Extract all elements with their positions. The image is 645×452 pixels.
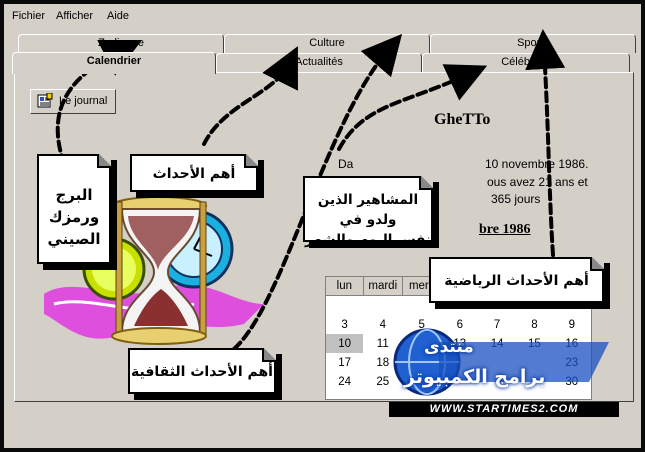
journal-button[interactable]: Le journal <box>30 89 116 114</box>
tab-culture[interactable]: Culture <box>224 34 430 53</box>
day-cell[interactable] <box>363 296 402 316</box>
callout-news: أهم الأحداث <box>130 154 258 192</box>
day-cell[interactable]: 9 <box>568 318 575 331</box>
day-cell[interactable] <box>326 296 363 316</box>
day-cell[interactable]: 24 <box>338 375 351 388</box>
menu-bar: Fichier Afficher Aide <box>4 4 641 24</box>
day-cell[interactable]: 18 <box>376 356 390 369</box>
day-header: mardi <box>363 277 403 296</box>
tab-actualites[interactable]: Actualités <box>216 53 422 72</box>
info-line-1a: Da <box>338 157 354 171</box>
newspaper-icon <box>37 93 53 108</box>
info-line-3: 365 jours <box>491 192 541 206</box>
watermark-line-2: برامج الكمبيوتر <box>404 366 546 388</box>
watermark-url: WWW.STARTIMES2.COM <box>389 402 619 417</box>
menu-aide[interactable]: Aide <box>107 10 130 22</box>
day-cell[interactable]: 8 <box>531 318 538 331</box>
info-line-2b: ous avez 21 ans et <box>487 175 588 189</box>
callout-celebrities: المشاهير الذين ولدو في نفس اليوم والشهر <box>303 176 433 248</box>
callout-zodiac: البرج ورمزك الصيني <box>37 154 111 264</box>
tab-celebrites[interactable]: Célébrités <box>422 53 630 72</box>
info-line-1b: 10 novembre 1986. <box>485 157 589 171</box>
menu-fichier[interactable]: Fichier <box>12 10 46 22</box>
callout-culture: أهم الأحداث الثقافية <box>128 348 276 394</box>
day-cell[interactable]: 6 <box>456 318 463 331</box>
callout-sports: أهم الأحداث الرياضية <box>429 257 604 303</box>
day-cell[interactable]: 3 <box>341 318 348 331</box>
watermark-line-1: منتدى <box>424 337 474 357</box>
day-cell[interactable]: 5 <box>418 318 425 331</box>
user-name: GheTTo <box>434 111 491 128</box>
day-cell[interactable]: 17 <box>338 356 351 369</box>
tab-sports[interactable]: Sports <box>430 34 636 53</box>
day-header: lun <box>326 277 364 296</box>
forum-logo <box>393 328 609 396</box>
month-title: bre 1986 <box>479 222 531 237</box>
day-cell[interactable]: 7 <box>493 318 501 331</box>
tab-zodiaque[interactable]: Zodiaque <box>18 34 224 53</box>
day-cell[interactable]: 25 <box>376 375 390 388</box>
menu-afficher[interactable]: Afficher <box>56 10 94 22</box>
day-cell-selected[interactable]: 10 <box>326 334 364 353</box>
tab-calendrier[interactable]: Calendrier <box>12 52 216 74</box>
